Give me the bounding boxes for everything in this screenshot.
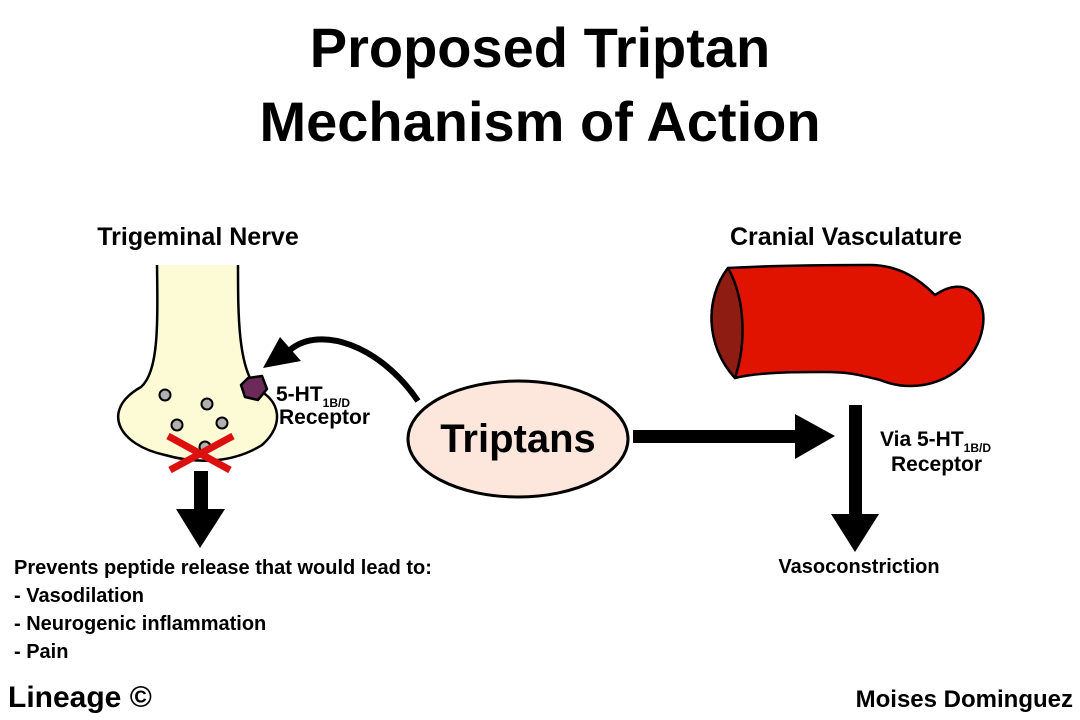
trigeminal-nerve-heading: Trigeminal Nerve [97, 223, 299, 251]
title-line-2: Mechanism of Action [259, 90, 820, 153]
vasoconstriction-down-arrow [831, 405, 879, 552]
vesicle [158, 388, 172, 402]
vesicle [170, 418, 184, 432]
blood-vessel-shape [710, 263, 985, 388]
triptans-ellipse [406, 379, 630, 499]
via-receptor-word: Receptor [891, 453, 982, 476]
triptans-to-vessel-arrow [633, 414, 835, 459]
receptor-label: 5-HT1B/D [276, 383, 350, 410]
nerve-down-arrow [176, 471, 225, 548]
vesicle [215, 416, 229, 430]
receptor-word: Receptor [279, 406, 370, 429]
effect-intro: Prevents peptide release that would lead… [14, 557, 432, 579]
vasoconstriction-label: Vasoconstriction [778, 556, 939, 578]
curved-arrow-to-receptor [288, 336, 421, 403]
lineage-credit: Lineage © [8, 681, 152, 714]
effect-neurogenic-inflammation: - Neurogenic inflammation [14, 613, 266, 635]
triptans-label: Triptans [440, 417, 596, 461]
vesicle [200, 397, 214, 411]
effect-vasodilation: - Vasodilation [14, 585, 144, 607]
vessel-opening [710, 266, 744, 380]
blocked-release-x-icon [166, 432, 235, 474]
effect-pain: - Pain [14, 641, 68, 663]
receptor-icon [239, 374, 269, 402]
cranial-vasculature-heading: Cranial Vasculature [730, 223, 962, 251]
curved-arrow-head [263, 337, 301, 368]
author-credit: Moises Dominguez [856, 686, 1073, 713]
nerve-terminal-shape [117, 264, 279, 462]
title-line-1: Proposed Triptan [310, 16, 771, 79]
via-receptor-label: Via 5-HT1B/D [880, 428, 991, 455]
